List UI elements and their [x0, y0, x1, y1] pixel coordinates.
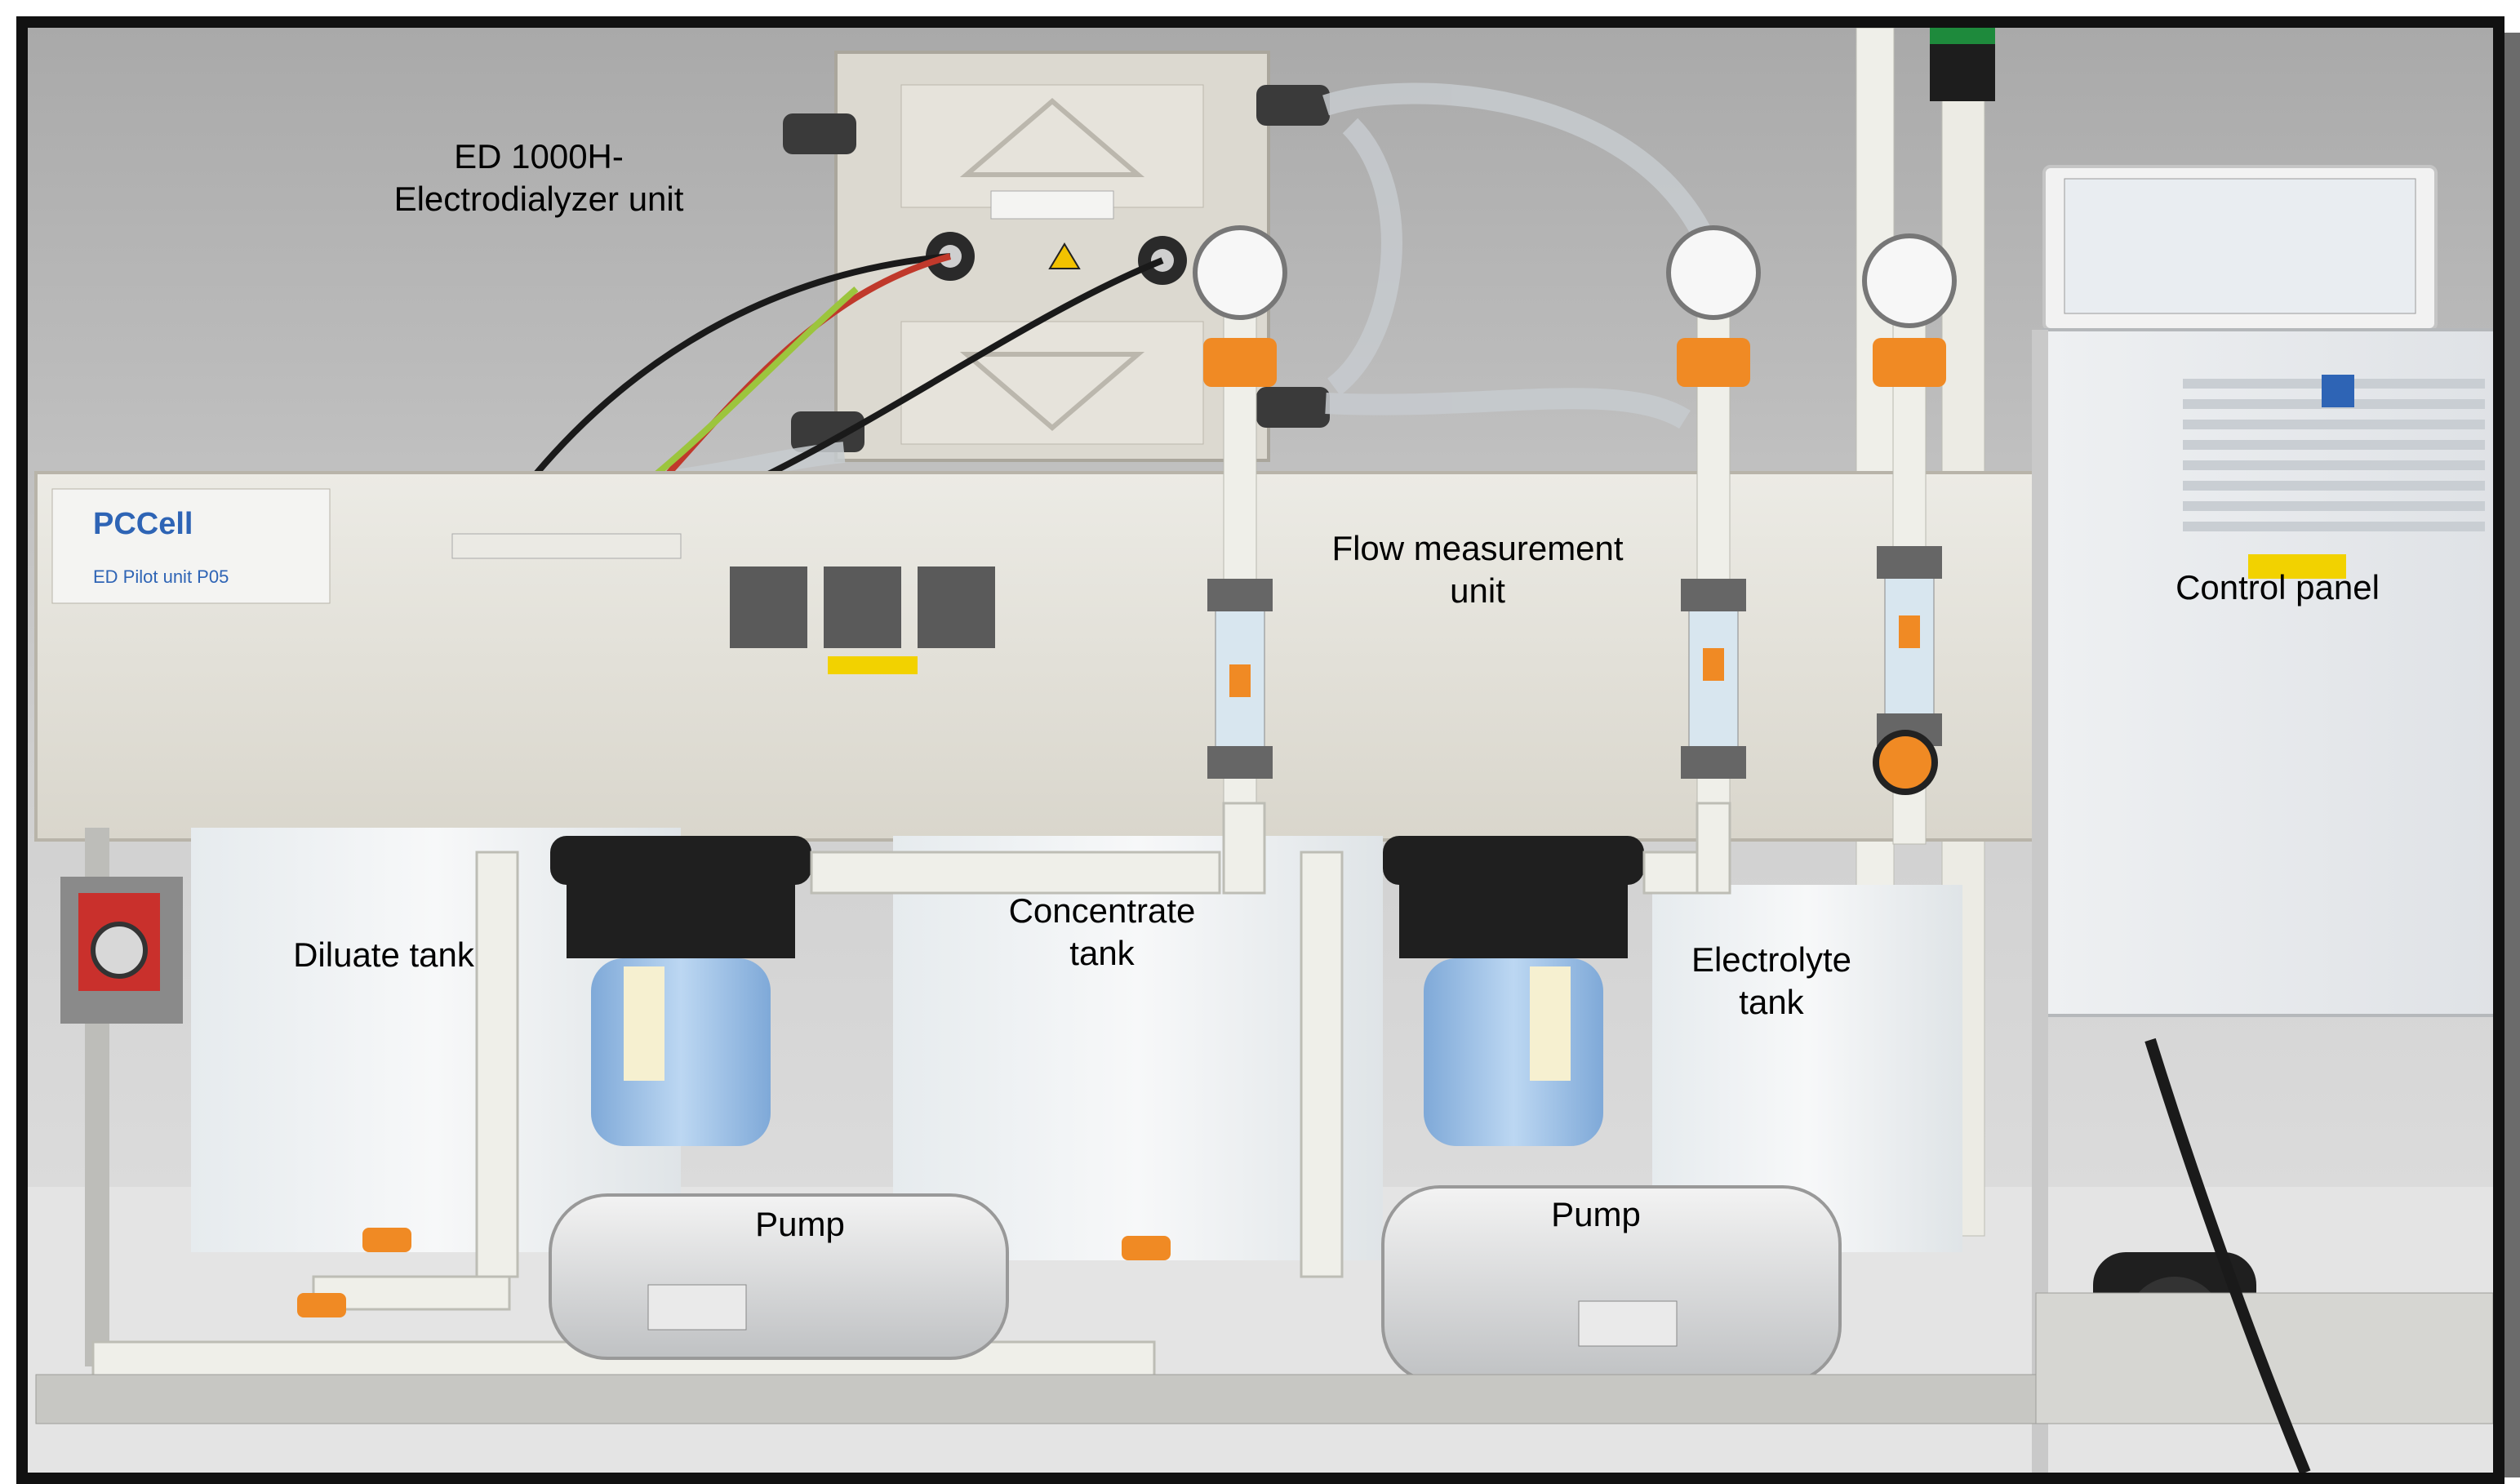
flow-meter-left	[1193, 225, 1287, 845]
equipment-photo: PCCell ED Pilot unit P05	[28, 28, 2493, 1473]
label-concentrate-line1: Concentrate	[1008, 891, 1196, 930]
label-flow-line2: unit	[1450, 571, 1505, 610]
filter-housing-left	[550, 836, 811, 1146]
panel-cable	[2144, 1037, 2311, 1473]
brand-plate	[51, 488, 331, 604]
label-flow-measurement: Flow measurement unit	[1306, 527, 1649, 612]
filter-housing-right	[1383, 836, 1644, 1146]
signal-light-green	[1930, 28, 1995, 44]
label-ed-unit-line2: Electrodialyzer unit	[393, 180, 684, 218]
label-concentrate-tank: Concentrate tank	[971, 890, 1233, 975]
label-electrolyte-line1: Electrolyte	[1691, 940, 1852, 979]
dosing-pump	[60, 877, 183, 1024]
label-flow-line1: Flow measurement	[1331, 529, 1624, 567]
label-ed-unit-line1: ED 1000H-	[454, 137, 624, 176]
label-control-panel: Control panel	[2176, 568, 2380, 606]
control-panel	[2032, 165, 2493, 1473]
label-concentrate-line2: tank	[1069, 934, 1135, 972]
label-electrolyte-line2: tank	[1739, 983, 1804, 1021]
pump-left	[549, 1193, 1009, 1360]
ventilation-grille	[730, 566, 995, 648]
main-cabinet: PCCell ED Pilot unit P05	[34, 471, 2054, 842]
label-pump-right: Pump	[1551, 1195, 1641, 1233]
flow-meter-middle	[1666, 225, 1761, 845]
label-electrolyte-tank: Electrolyte tank	[1657, 939, 1886, 1024]
flow-meter-right	[1862, 233, 1957, 845]
model-plate: ED Pilot unit P05	[93, 566, 229, 587]
label-diluate-tank: Diluate tank	[293, 935, 474, 974]
brand-logo: PCCell	[93, 507, 193, 541]
label-ed-unit: ED 1000H- Electrodialyzer unit	[384, 136, 694, 220]
valve-handles	[297, 1228, 1171, 1317]
signal-tower	[1930, 36, 1995, 101]
label-pump-left: Pump	[755, 1205, 845, 1243]
pump-right	[1381, 1185, 1842, 1384]
